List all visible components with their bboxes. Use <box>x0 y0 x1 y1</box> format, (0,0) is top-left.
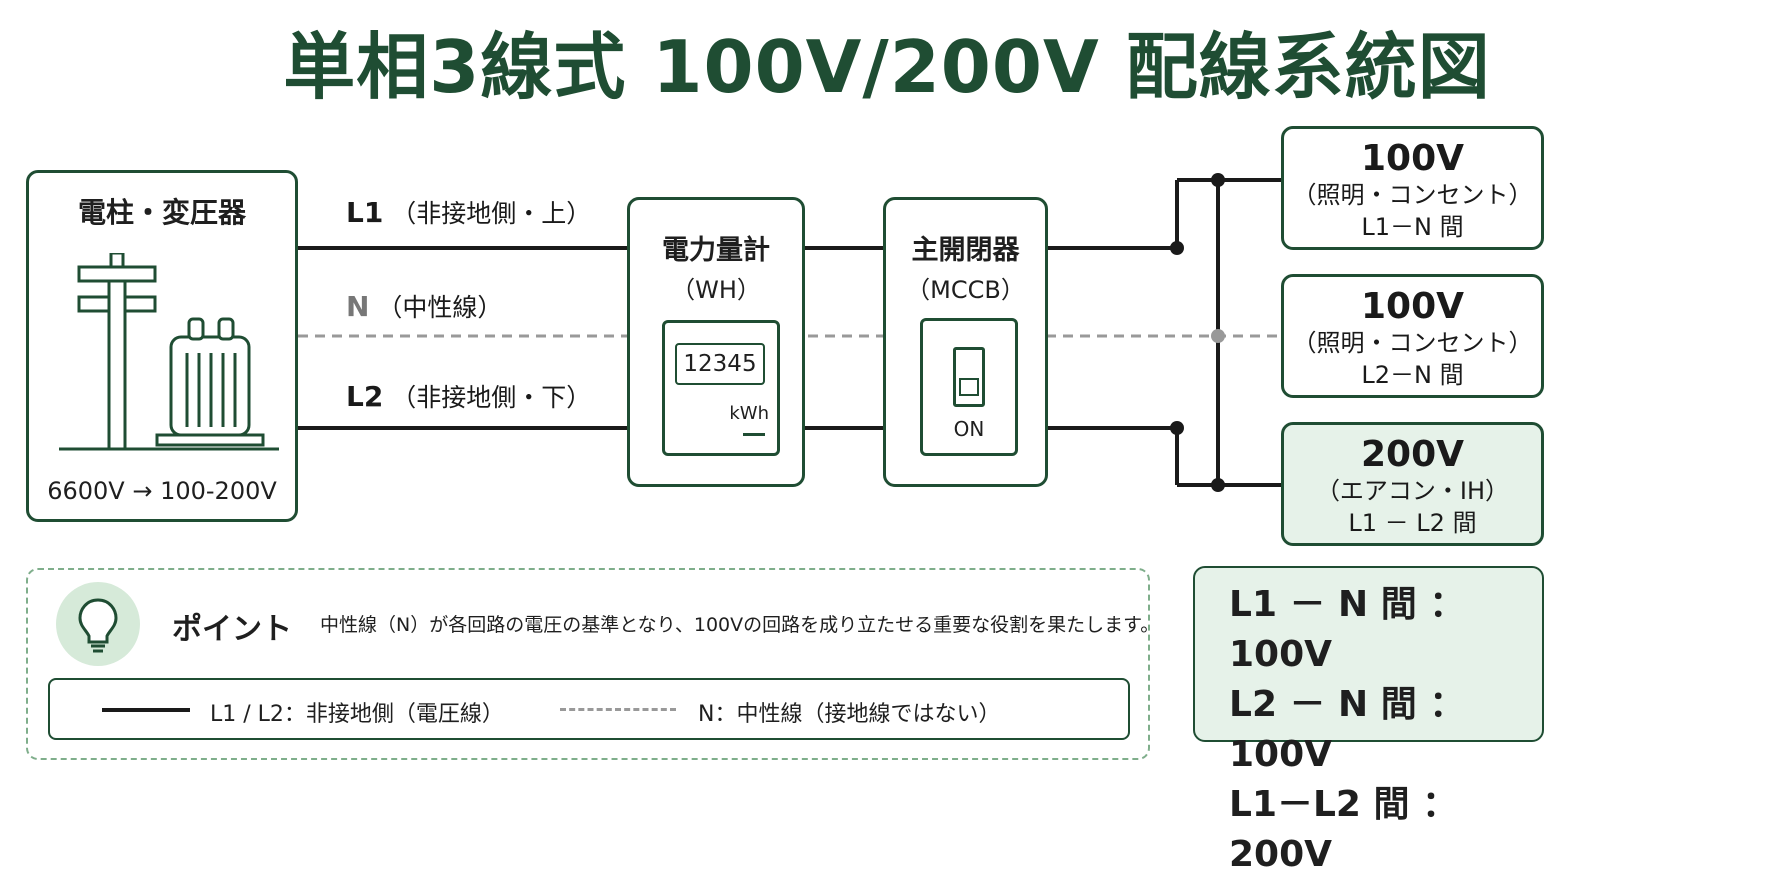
legend-solid-label: L1 / L2：非接地側（電圧線） <box>210 702 504 727</box>
source-voltage: 6600V → 100-200V <box>47 477 277 505</box>
summary-line-3: L1－L2 間 ：200V <box>1229 784 1459 875</box>
meter-reading: 12345 <box>675 343 765 385</box>
l2-label: L2 （非接地側・下） <box>346 378 591 414</box>
output-2-use: （照明・コンセント） <box>1292 329 1533 357</box>
n-name: N <box>346 290 370 323</box>
meter-sub: （WH） <box>671 276 761 304</box>
n-junction <box>1211 329 1225 343</box>
output-2-voltage: 100V <box>1360 286 1464 327</box>
l2-name: L2 <box>346 380 384 413</box>
point-label: ポイント <box>172 612 292 647</box>
meter-title: 電力量計 <box>662 235 770 266</box>
l2-desc: （非接地側・下） <box>391 383 592 412</box>
l1-desc: （非接地側・上） <box>391 199 592 228</box>
meter-indicator <box>743 433 765 436</box>
n-desc: （中性線） <box>377 293 503 322</box>
output-3-use: （エアコン・IH） <box>1315 477 1510 505</box>
summary-line-2: L2 － N 間 ：100V <box>1229 684 1466 775</box>
l2-junction <box>1170 421 1184 435</box>
output-1-voltage: 100V <box>1360 138 1464 179</box>
breaker-box: 主開閉器 （MCCB） ON <box>883 197 1048 487</box>
breaker-face: ON <box>920 318 1018 456</box>
point-text: 中性線（N）が各回路の電圧の基準となり、100Vの回路を成り立たせる重要な役割を… <box>320 614 1160 636</box>
legend-dashed-label: N：中性線（接地線ではない） <box>698 702 1001 727</box>
page-title: 単相3線式 100V/200V 配線系統図 <box>283 25 1491 109</box>
meter-face: 12345 kWh <box>662 320 780 456</box>
n-label: N （中性線） <box>346 288 502 324</box>
point-panel: ポイント 中性線（N）が各回路の電圧の基準となり、100Vの回路を成り立たせる重… <box>26 568 1159 760</box>
output-box-1: 100V （照明・コンセント） L1－N 間 <box>1281 126 1544 250</box>
output-box-3: 200V （エアコン・IH） L1 － L2 間 <box>1281 422 1544 546</box>
voltage-summary-box: L1 － N 間 ：100V L2 － N 間 ：100V L1－L2 間 ：2… <box>1193 566 1544 875</box>
output-1-use: （照明・コンセント） <box>1292 181 1533 209</box>
l1-label: L1 （非接地側・上） <box>346 194 591 230</box>
output-2-between: L2－N 間 <box>1361 361 1464 389</box>
utility-pole-transformer-icon <box>59 253 279 451</box>
output-3-between: L1 － L2 間 <box>1348 509 1477 537</box>
source-title: 電柱・変圧器 <box>77 196 246 229</box>
source-box: 電柱・変圧器 6600V → 100-200V <box>26 170 298 522</box>
output-1-between: L1－N 間 <box>1361 213 1464 241</box>
breaker-switch-icon <box>953 347 985 407</box>
legend-dashed-line <box>560 708 676 711</box>
breaker-title: 主開閉器 <box>911 235 1020 266</box>
lightbulb-icon <box>56 582 140 666</box>
l1-junction <box>1170 241 1184 255</box>
l1-name: L1 <box>346 196 384 229</box>
output-3-voltage: 200V <box>1360 434 1464 475</box>
breaker-sub: （MCCB） <box>906 276 1025 304</box>
meter-unit: kWh <box>729 403 769 424</box>
bus-bottom-junction <box>1211 478 1225 492</box>
bus-top-junction <box>1211 173 1225 187</box>
legend-box: L1 / L2：非接地側（電圧線） N：中性線（接地線ではない） <box>48 678 1130 740</box>
breaker-state: ON <box>953 417 985 441</box>
summary-line-1: L1 － N 間 ：100V <box>1229 584 1466 675</box>
legend-solid-line <box>102 708 190 712</box>
meter-box: 電力量計 （WH） 12345 kWh <box>627 197 805 487</box>
output-box-2: 100V （照明・コンセント） L2－N 間 <box>1281 274 1544 398</box>
